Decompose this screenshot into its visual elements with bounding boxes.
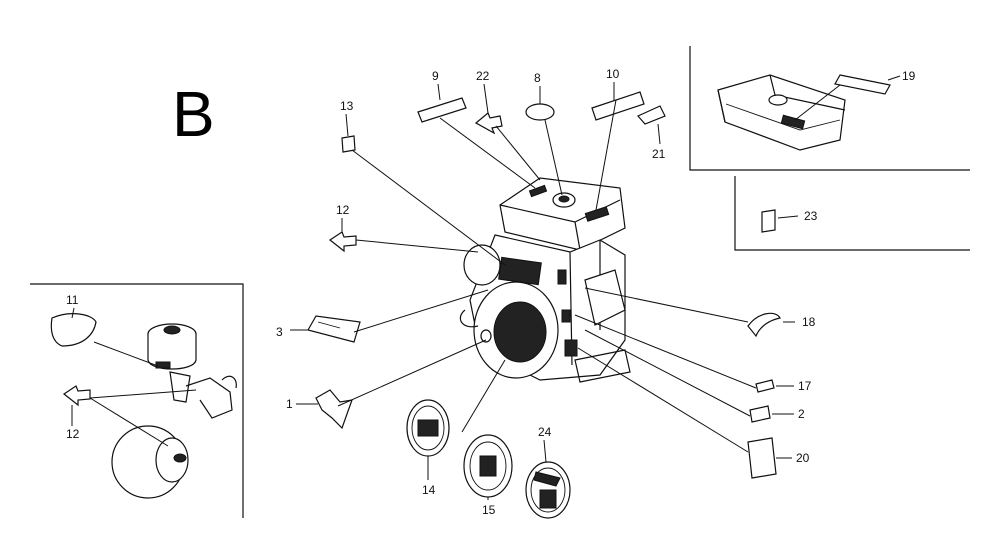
callout-19: 19: [902, 69, 916, 83]
inset-box-right: [689, 46, 970, 251]
decal-8: [525, 103, 555, 121]
decal-20: [747, 437, 777, 479]
emblem-14: [406, 399, 450, 457]
callout-17: 17: [798, 379, 812, 393]
callout-14: 14: [422, 483, 436, 497]
callout-1: 1: [286, 397, 293, 411]
left-inset-parts: [50, 313, 237, 499]
callout-20: 20: [796, 451, 810, 465]
decal-10: [591, 91, 645, 121]
arrow-decal-12-main: [328, 231, 357, 253]
callout-21: 21: [652, 147, 666, 161]
decal-23: [761, 209, 776, 233]
callout-12-main: 12: [336, 203, 350, 217]
callout-24: 24: [538, 425, 552, 439]
decal-17: [755, 379, 775, 393]
decal-19: [834, 74, 891, 95]
callout-11: 11: [66, 293, 79, 307]
inset-box-left: [30, 283, 244, 518]
label-ticks: [71, 75, 901, 500]
callout-18: 18: [802, 315, 816, 329]
decal-21: [637, 105, 666, 125]
fuel-tank-inset: [717, 74, 846, 151]
emblem-15: [463, 434, 513, 498]
emblem-24: [525, 461, 571, 519]
arrow-decal-22: [474, 112, 503, 135]
decal-18: [747, 312, 781, 338]
callout-13: 13: [340, 99, 354, 113]
callout-labels: 1 2 3 8 9 10 11 12 12 13 14 15 17 18 19 …: [66, 67, 916, 517]
callout-22: 22: [476, 69, 490, 83]
leader-lines: [89, 99, 795, 453]
callout-15: 15: [482, 503, 496, 517]
callout-12-inset: 12: [66, 427, 80, 441]
engine-main: [459, 177, 631, 383]
callout-3: 3: [276, 325, 283, 339]
callout-9: 9: [432, 69, 439, 83]
decal-13: [341, 135, 356, 153]
decal-2: [749, 405, 771, 423]
callout-23: 23: [804, 209, 818, 223]
callout-10: 10: [606, 67, 620, 81]
section-letter: B: [172, 78, 215, 150]
decal-9: [417, 97, 467, 123]
decal-3: [307, 315, 361, 343]
callout-8: 8: [534, 71, 541, 85]
callout-2: 2: [798, 407, 805, 421]
arrow-decal-1: [315, 389, 353, 430]
